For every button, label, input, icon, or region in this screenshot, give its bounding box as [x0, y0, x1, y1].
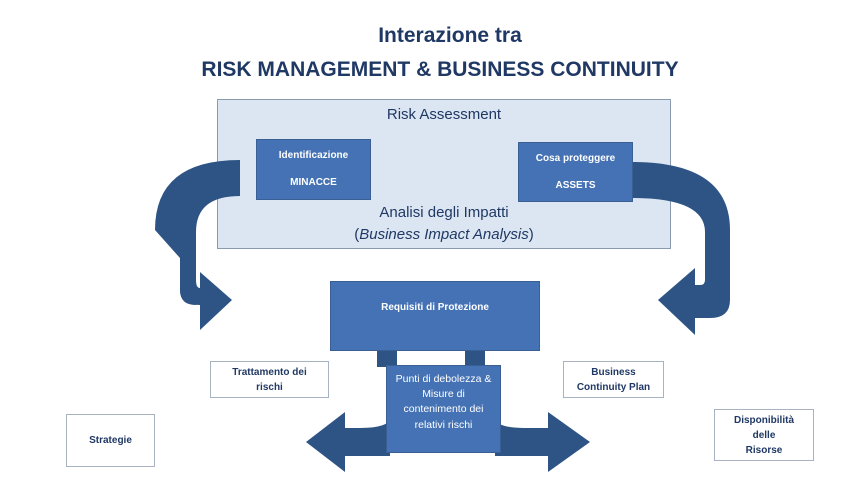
- bcp-label: Business Continuity Plan: [576, 366, 651, 393]
- weakness-box: Punti di debolezza & Misure di contenime…: [386, 365, 501, 453]
- bia-open: (: [354, 226, 360, 243]
- right-horizontal-arrow: [495, 412, 590, 472]
- risk-assessment-heading: Risk Assessment: [386, 106, 502, 123]
- assets-value: ASSETS: [555, 180, 596, 191]
- bia-title: Analisi degli Impatti: [379, 204, 509, 221]
- treatment-box: Trattamento dei rischi: [210, 361, 329, 398]
- bia-italic: Business Impact Analysis: [359, 226, 529, 243]
- threats-value: MINACCE: [290, 177, 337, 188]
- weakness-label: Punti di debolezza & Misure di contenime…: [395, 373, 492, 431]
- right-curved-arrow: [632, 162, 730, 335]
- resources-label: Disponibilità delle Risorse: [734, 414, 794, 456]
- bcp-box: Business Continuity Plan: [563, 361, 664, 398]
- connector-right: [465, 349, 485, 367]
- title-line-1: Interazione tra: [378, 24, 522, 47]
- threats-label: Identificazione: [278, 150, 349, 161]
- left-horizontal-arrow: [306, 412, 390, 472]
- assets-box: Cosa proteggere ASSETS: [518, 142, 633, 202]
- bia-close: ): [528, 226, 534, 243]
- strategies-box: Strategie: [66, 414, 155, 467]
- connector-left: [377, 349, 397, 367]
- bia-subtitle: (Business Impact Analysis): [217, 226, 671, 243]
- strategies-label: Strategie: [89, 435, 132, 446]
- assets-label: Cosa proteggere: [535, 153, 616, 164]
- threats-box: Identificazione MINACCE: [256, 139, 371, 200]
- resources-box: Disponibilità delle Risorse: [714, 409, 814, 461]
- requirements-box: Requisiti di Protezione: [330, 281, 540, 351]
- title-line-2: RISK MANAGEMENT & BUSINESS CONTINUITY: [201, 58, 679, 81]
- requirements-label: Requisiti di Protezione: [381, 302, 489, 313]
- treatment-label: Trattamento dei rischi: [232, 366, 307, 393]
